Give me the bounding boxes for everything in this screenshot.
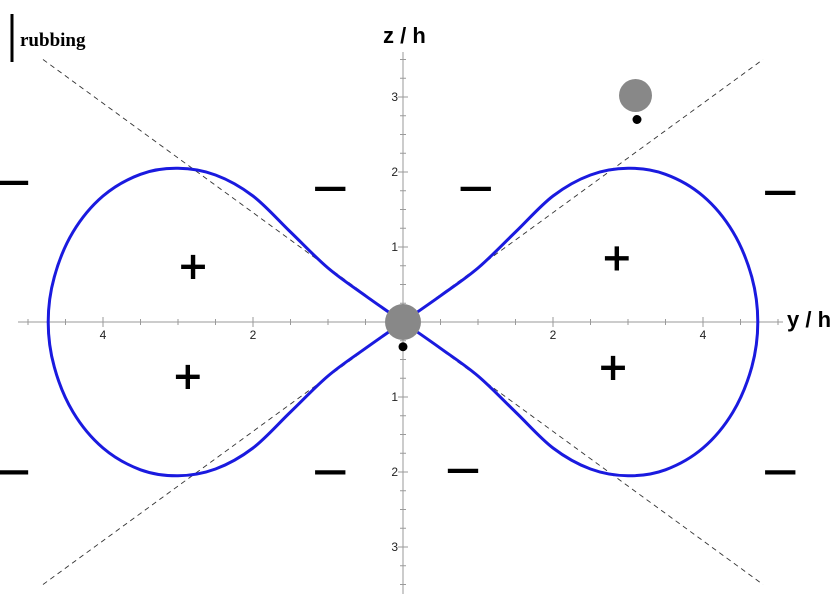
y-tick-label: 2 [391, 165, 398, 179]
minus-sign: — [763, 171, 797, 211]
y-tick-label: 1 [391, 390, 398, 404]
x-tick-label: 2 [550, 328, 557, 342]
gray-circle-0 [385, 304, 421, 340]
tick-marks: 4 2 2 4 3 2 1 1 2 3 [27, 59, 779, 585]
x-tick-label: 2 [250, 328, 257, 342]
minus-sign: — [0, 451, 30, 491]
x-tick-label: 4 [100, 328, 107, 342]
minus-sign: — [0, 161, 30, 201]
y-tick-label: 3 [391, 540, 398, 554]
x-tick-label: 4 [700, 328, 707, 342]
minus-sign: — [446, 449, 480, 489]
plus-sign: + [172, 354, 204, 398]
x-axis-title: y / h [787, 307, 830, 332]
sign-labels: + + + + — — — — — — — — [0, 161, 797, 491]
plus-sign: + [597, 345, 629, 389]
plus-sign: + [601, 236, 633, 280]
y-tick-label: 3 [391, 90, 398, 104]
y-axis-title: z / h [383, 23, 426, 48]
corner-label-group: rubbing [10, 14, 86, 62]
minus-sign: — [313, 451, 347, 491]
minus-sign: — [763, 451, 797, 491]
markers [385, 79, 652, 352]
minus-sign: — [313, 167, 347, 207]
y-tick-label: 2 [391, 465, 398, 479]
minus-sign: — [459, 167, 493, 207]
black-dot-0 [398, 342, 408, 352]
plus-sign: + [177, 244, 209, 288]
gray-circle-1 [619, 79, 652, 112]
y-tick-label: 1 [391, 240, 398, 254]
black-dot-1 [632, 115, 642, 124]
corner-label: rubbing [20, 30, 86, 51]
